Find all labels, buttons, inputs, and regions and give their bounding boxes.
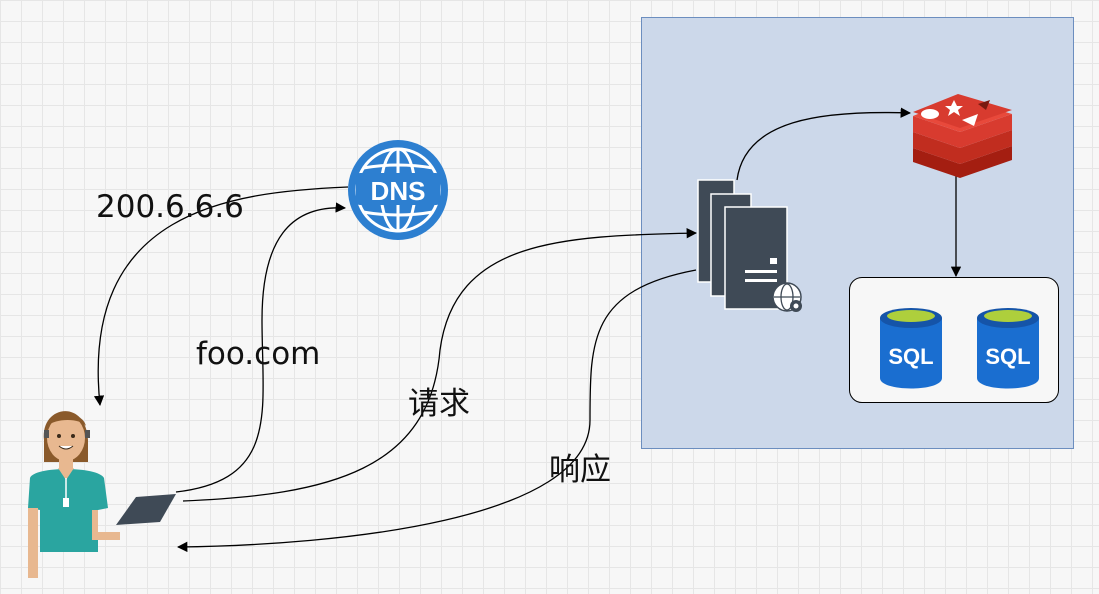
web-server-icon: [697, 179, 802, 312]
sql-label-1: SQL: [888, 344, 933, 369]
http-response-arrow: [176, 269, 697, 553]
dns-response-arrow: [93, 186, 349, 407]
sql-database-icon-2: SQL: [977, 308, 1039, 389]
person-with-laptop-icon: [28, 411, 176, 578]
dns-query-arrow: [175, 202, 347, 493]
server-to-cache-arrow: [736, 107, 912, 181]
http-request-arrow: [182, 228, 698, 502]
dns-icon-text: DNS: [371, 176, 426, 206]
dns-globe-icon: DNS: [348, 140, 448, 240]
request-label: 请求: [408, 386, 470, 422]
redis-cache-icon: [913, 94, 1012, 178]
sql-database-icon-1: SQL: [880, 308, 942, 389]
sql-label-2: SQL: [985, 344, 1030, 369]
dns-query-label: foo.com: [196, 336, 321, 372]
dns-answer-label: 200.6.6.6: [96, 189, 244, 225]
response-label: 响应: [549, 452, 611, 488]
